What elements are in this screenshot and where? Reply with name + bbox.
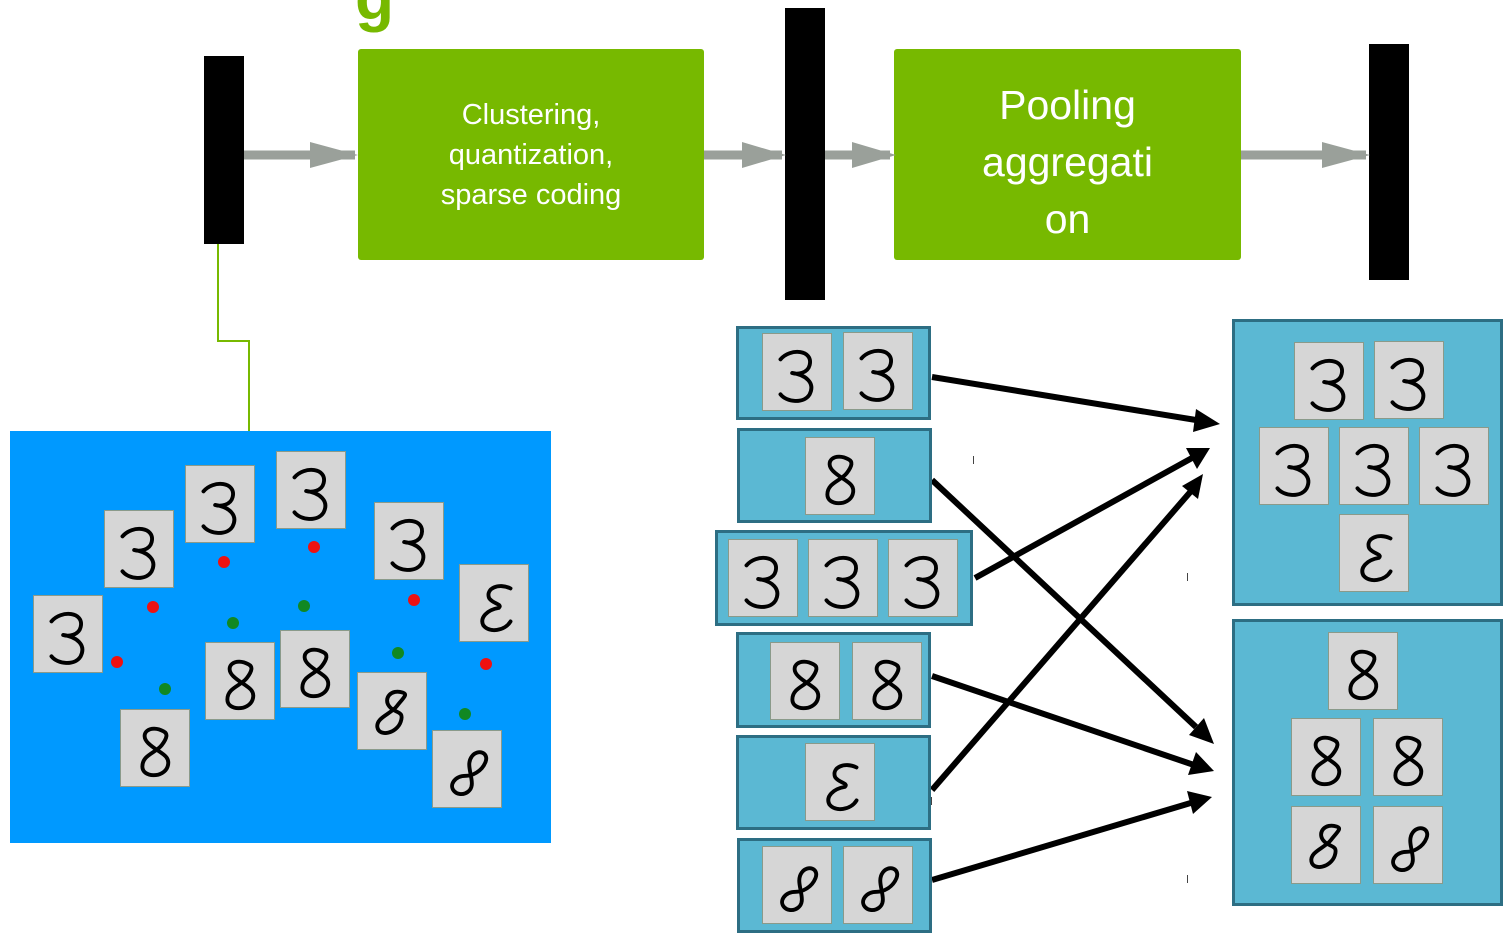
digit-3-tile — [1374, 341, 1444, 419]
handwritten-digit — [790, 659, 821, 711]
digit-3-tile — [728, 539, 798, 617]
digit-8-tile — [280, 630, 350, 708]
digit-3-tile — [185, 465, 255, 543]
digit-8-tile — [1291, 806, 1361, 884]
digit-8-tile — [120, 709, 190, 787]
centroid-3-dot — [147, 601, 159, 613]
grouping-arrows — [929, 374, 1220, 883]
handwritten-digit — [904, 556, 940, 609]
handwritten-digit — [1311, 735, 1342, 787]
slide-title-fragment: g — [355, 0, 394, 34]
centroid-3-dot — [480, 658, 492, 670]
digit-3-tile — [1339, 427, 1409, 505]
tick-mark — [1187, 573, 1188, 581]
handwritten-digit — [872, 659, 903, 711]
digit-8-tile — [770, 642, 840, 720]
handwritten-digit — [480, 584, 513, 633]
digit-3-tile — [805, 743, 875, 821]
digit-3-tile — [459, 564, 529, 642]
handwritten-digit — [780, 866, 819, 912]
pooled-vector — [1369, 44, 1409, 280]
handwritten-digit — [140, 726, 171, 778]
digit-8-tile — [762, 846, 832, 924]
handwritten-digit — [1390, 358, 1426, 411]
tick-mark — [973, 456, 974, 464]
centroid-8-dot — [459, 708, 471, 720]
handwritten-digit — [390, 519, 426, 572]
handwritten-digit — [1310, 359, 1346, 412]
handwritten-digit — [824, 556, 860, 609]
digit-3-tile — [888, 539, 958, 617]
handwritten-digit — [1348, 649, 1379, 701]
digit-8-tile — [205, 642, 275, 720]
digit-3-tile — [374, 502, 444, 580]
clustering-label: Clustering, quantization, sparse coding — [440, 98, 622, 211]
digit-8-tile — [357, 672, 427, 750]
handwritten-digit — [300, 647, 331, 699]
centroid-8-dot — [392, 647, 404, 659]
digit-3-tile — [843, 332, 913, 410]
digit-3-tile — [276, 451, 346, 529]
pipeline-arrows — [244, 142, 1370, 168]
digit-3-tile — [762, 333, 832, 411]
digit-8-tile — [432, 730, 502, 808]
digit-8-tile — [1373, 718, 1443, 796]
digit-8-tile — [1291, 718, 1361, 796]
handwritten-digit — [825, 454, 856, 506]
code-vector — [785, 8, 825, 300]
centroid-8-dot — [298, 600, 310, 612]
digit-8-tile — [1373, 806, 1443, 884]
pooling-label: Pooling aggregati on — [982, 82, 1153, 242]
handwritten-digit — [744, 556, 780, 609]
handwritten-digit — [201, 482, 237, 535]
handwritten-digit — [1391, 826, 1430, 872]
tick-mark — [1187, 875, 1188, 883]
digit-8-tile — [805, 437, 875, 515]
handwritten-digit — [1435, 444, 1471, 497]
handwritten-digit — [861, 866, 900, 912]
handwritten-digit — [859, 349, 895, 402]
handwritten-digit — [49, 612, 85, 665]
digit-3-tile — [104, 510, 174, 588]
digit-8-tile — [852, 642, 922, 720]
centroid-3-dot — [218, 556, 230, 568]
digit-3-tile — [33, 595, 103, 673]
tick-mark — [931, 797, 932, 805]
digit-3-tile — [1419, 427, 1489, 505]
handwritten-digit — [450, 750, 489, 796]
handwritten-digit — [1309, 823, 1341, 869]
digit-3-tile — [1339, 514, 1409, 592]
input-feature-vector — [204, 56, 244, 244]
clustering-box: Clustering, quantization, sparse coding — [358, 49, 704, 260]
connector-line — [217, 244, 250, 432]
handwritten-digit — [375, 689, 407, 735]
digit-3-tile — [1294, 342, 1364, 420]
handwritten-digit — [120, 527, 156, 580]
centroid-3-dot — [111, 656, 123, 668]
centroid-3-dot — [408, 594, 420, 606]
digit-8-tile — [1328, 632, 1398, 710]
handwritten-digit — [1355, 444, 1391, 497]
centroid-8-dot — [227, 617, 239, 629]
centroid-8-dot — [159, 683, 171, 695]
handwritten-digit — [225, 659, 256, 711]
handwritten-digit — [1393, 735, 1424, 787]
handwritten-digit — [1360, 534, 1393, 583]
centroid-3-dot — [308, 541, 320, 553]
handwritten-digit — [826, 763, 859, 812]
digit-3-tile — [1259, 427, 1329, 505]
digit-8-tile — [843, 846, 913, 924]
digit-3-tile — [808, 539, 878, 617]
handwritten-digit — [1275, 444, 1311, 497]
handwritten-digit — [292, 468, 328, 521]
pooling-box: Pooling aggregati on — [894, 49, 1241, 260]
handwritten-digit — [778, 350, 814, 403]
